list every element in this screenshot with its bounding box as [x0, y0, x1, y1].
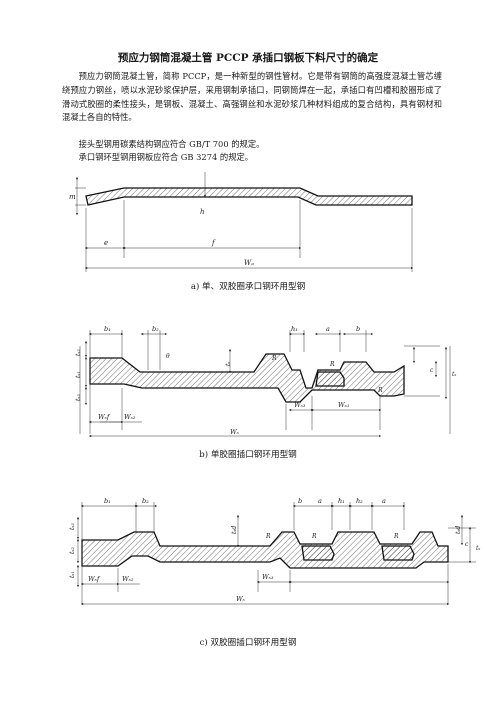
- c-label-h1: h₁: [338, 497, 345, 505]
- c-label-ts2: tₛ₂: [69, 547, 76, 554]
- c-label-tsd: tₛd: [231, 526, 238, 534]
- figure-a-drawing: m h e f Wₐ: [69, 172, 414, 272]
- b-label-ws3: Wₛ₃: [294, 401, 306, 409]
- b-label-theta: θ: [166, 353, 170, 360]
- b-label-b1: b₁: [104, 325, 111, 333]
- figure-c-drawing: b₁ b₂ b a h₁ h₂ a tₛ₃ tₛ₂ tₛ₁ tₛd tₛd c …: [69, 497, 480, 606]
- label-h: h: [200, 208, 205, 216]
- standard-line-1: 接头型钢用碳素结构钢应符合 GB/T 700 的规定。: [78, 139, 265, 149]
- double-gasket-spigot-profile: [81, 531, 449, 569]
- label-f: f: [211, 239, 216, 247]
- b-label-wsf: Wₛf: [98, 413, 111, 421]
- b-label-ts2: tₛ₂: [75, 349, 82, 356]
- b-label-b: b: [356, 325, 360, 333]
- b-label-ws: Wₛ: [230, 428, 239, 436]
- intro-paragraph: 预应力钢筒混凝土管，简称 PCCP，是一种新型的钢性管材。它是带有钢筒的高强度混…: [62, 71, 442, 123]
- b-label-a: a: [326, 325, 330, 333]
- label-m: m: [69, 193, 76, 201]
- standard-line-2: 承口钢环型钢用钢板应符合 GB 3274 的规定。: [78, 152, 254, 162]
- c-label-ws3: Wₛ₃: [262, 573, 274, 581]
- c-label-ws2: Wₛ₂: [122, 575, 134, 583]
- c-label-r1: R: [265, 533, 271, 540]
- c-label-ts3: tₛ₃: [69, 523, 76, 530]
- b-label-ws1: Wₛ₁: [338, 401, 349, 409]
- figure-c-caption: c) 双胶圈插口钢环用型钢: [199, 638, 297, 648]
- c-label-c: c: [465, 541, 469, 548]
- figure-b-drawing: b₁ b₂ h₁ a b tₛ₂ tₛ₁ tₛ₃ tₛ c tₛ Wₛf Wₛ₂…: [75, 325, 456, 438]
- b-label-ws2: Wₛ₂: [124, 413, 136, 421]
- single-gasket-spigot-profile: [89, 353, 405, 403]
- b-label-r2: R: [329, 361, 335, 368]
- b-label-b2: b₂: [152, 325, 159, 333]
- b-label-h1: h₁: [291, 325, 298, 333]
- c-label-ts1: tₛ₁: [69, 571, 76, 578]
- b-label-ts: tₛ: [452, 371, 456, 378]
- figure-a-caption: a) 单、双胶圈承口钢环用型钢: [190, 282, 306, 292]
- b-label-r1: R: [271, 355, 277, 362]
- c-label-ws: Wₛ: [236, 595, 245, 603]
- c-label-r3: R: [393, 533, 399, 540]
- label-wa: Wₐ: [244, 259, 254, 267]
- b-label-ts1: tₛ₁: [75, 371, 82, 378]
- c-label-a2: a: [382, 497, 386, 505]
- c-label-wsf: Wₛf: [88, 575, 101, 583]
- c-label-h2: h₂: [356, 497, 363, 505]
- socket-ring-profile: [85, 187, 413, 206]
- b-label-ts3: tₛ₃: [75, 394, 82, 401]
- b-label-c: c: [430, 367, 434, 374]
- c-label-b1: b₁: [104, 497, 111, 505]
- c-label-a: a: [318, 497, 322, 505]
- c-label-r2: R: [311, 533, 317, 540]
- b-label-tsd: tₛ: [225, 362, 232, 366]
- b-label-r3: R: [377, 387, 383, 394]
- document-title: 预应力钢筒混凝土管 PCCP 承插口钢板下料尺寸的确定: [117, 52, 379, 64]
- c-label-tsd2: tₛd: [455, 526, 462, 534]
- figure-b-caption: b) 单胶圈插口钢环用型钢: [199, 450, 297, 460]
- label-e: e: [104, 239, 108, 247]
- c-label-ts: tₛ: [476, 545, 480, 552]
- c-label-b2: b₂: [142, 497, 149, 505]
- c-label-b: b: [298, 497, 302, 505]
